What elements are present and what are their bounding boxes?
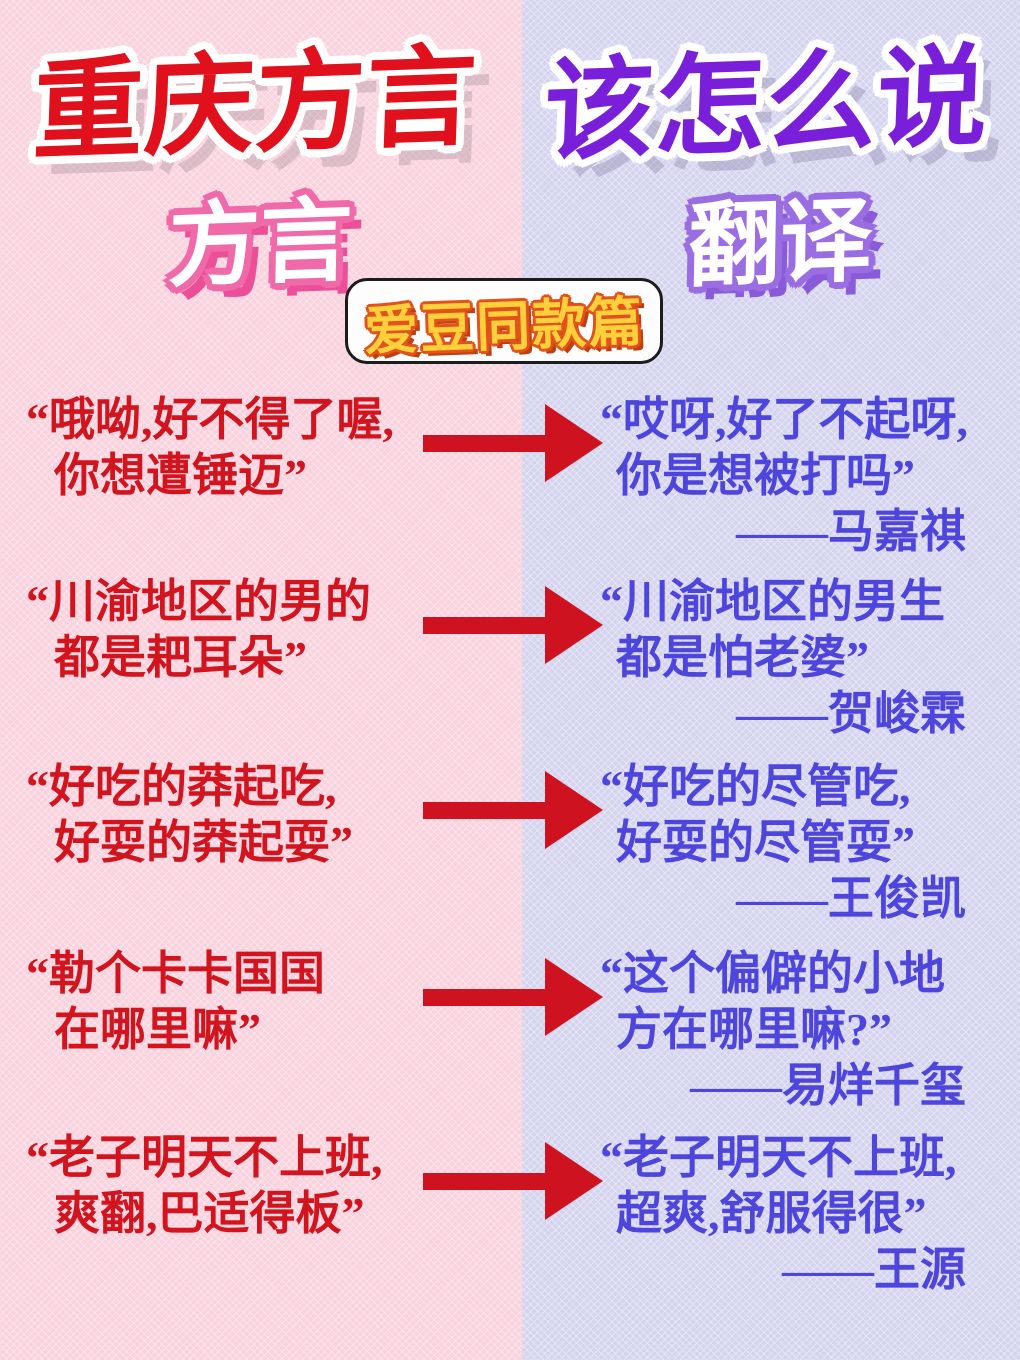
dialect-line-1: “勒个卡卡国国	[26, 948, 325, 999]
phrase-row: “好吃的莽起吃, 好耍的莽起耍” “好吃的尽管吃, 好耍的尽管耍” ——王俊凯	[0, 755, 1020, 945]
translation-quote: “老子明天不上班, 超爽,舒服得很” ——王源	[600, 1130, 1000, 1298]
dialect-quote: “好吃的莽起吃, 好耍的莽起耍”	[26, 759, 446, 871]
dialect-quote: “老子明天不上班, 爽翻,巴适得板”	[26, 1130, 446, 1242]
attribution: ——王俊凯	[736, 873, 966, 924]
dialect-line-2: 都是耙耳朵”	[54, 632, 307, 683]
poster-title-left: 重庆方言	[31, 35, 480, 174]
dialect-line-2: 你想遭锤迈”	[54, 450, 307, 501]
dialect-panel-background	[0, 0, 522, 1360]
arrow-shaft	[423, 616, 545, 634]
translation-quote: “哎呀,好了不起呀, 你是想被打吗” ——马嘉祺	[600, 392, 1000, 560]
dialect-line-1: “哦呦,好不得了喔,	[26, 394, 394, 445]
translation-line-1: “老子明天不上班,	[600, 1132, 957, 1183]
dialect-line-2: 爽翻,巴适得板”	[54, 1188, 365, 1239]
translation-quote: “好吃的尽管吃, 好耍的尽管耍” ——王俊凯	[600, 759, 1000, 927]
arrow-shaft	[423, 1172, 545, 1190]
arrow-head	[545, 586, 603, 664]
arrow-right-icon	[423, 1142, 603, 1220]
dialect-quote: “川渝地区的男的 都是耙耳朵”	[26, 574, 446, 686]
translation-line-2: 方在哪里嘛?”	[616, 1004, 892, 1055]
arrow-head	[545, 771, 603, 849]
translation-line-1: “这个偏僻的小地	[600, 948, 945, 999]
edition-badge-label: 爱豆同款篇	[363, 291, 646, 362]
phrase-row: “勒个卡卡国国 在哪里嘛” “这个偏僻的小地 方在哪里嘛?” ——易烊千玺	[0, 942, 1020, 1132]
dialect-line-2: 在哪里嘛”	[54, 1004, 261, 1055]
translation-line-2: 都是怕老婆”	[616, 632, 869, 683]
edition-badge: 爱豆同款篇	[345, 278, 663, 364]
dialect-line-1: “老子明天不上班,	[26, 1132, 383, 1183]
dialect-quote: “勒个卡卡国国 在哪里嘛”	[26, 946, 446, 1058]
attribution: ——王源	[782, 1244, 966, 1295]
translation-line-1: “川渝地区的男生	[600, 576, 945, 627]
dialect-line-1: “川渝地区的男的	[26, 576, 371, 627]
arrow-right-icon	[423, 958, 603, 1036]
attribution: ——马嘉祺	[736, 506, 966, 557]
arrow-shaft	[423, 988, 545, 1006]
arrow-head	[545, 958, 603, 1036]
arrow-head	[545, 1142, 603, 1220]
arrow-head	[545, 404, 603, 482]
translation-line-2: 好耍的尽管耍”	[616, 817, 915, 868]
arrow-right-icon	[423, 404, 603, 482]
poster-title-right: 该怎么说	[542, 35, 991, 174]
arrow-right-icon	[423, 771, 603, 849]
phrase-row: “老子明天不上班, 爽翻,巴适得板” “老子明天不上班, 超爽,舒服得很” ——…	[0, 1126, 1020, 1316]
translation-panel-background	[522, 0, 1020, 1360]
translation-quote: “川渝地区的男生 都是怕老婆” ——贺峻霖	[600, 574, 1000, 742]
translation-line-2: 你是想被打吗”	[616, 450, 915, 501]
attribution: ——易烊千玺	[690, 1060, 966, 1111]
translation-line-2: 超爽,舒服得很”	[616, 1188, 927, 1239]
translation-line-1: “好吃的尽管吃,	[600, 761, 911, 812]
dialect-quote: “哦呦,好不得了喔, 你想遭锤迈”	[26, 392, 446, 504]
phrase-row: “川渝地区的男的 都是耙耳朵” “川渝地区的男生 都是怕老婆” ——贺峻霖	[0, 570, 1020, 760]
arrow-shaft	[423, 801, 545, 819]
dialect-line-1: “好吃的莽起吃,	[26, 761, 337, 812]
phrase-row: “哦呦,好不得了喔, 你想遭锤迈” “哎呀,好了不起呀, 你是想被打吗” ——马…	[0, 388, 1020, 578]
attribution: ——贺峻霖	[736, 688, 966, 739]
translation-quote: “这个偏僻的小地 方在哪里嘛?” ——易烊千玺	[600, 946, 1000, 1114]
translation-line-1: “哎呀,好了不起呀,	[600, 394, 968, 445]
arrow-shaft	[423, 434, 545, 452]
dialect-line-2: 好耍的莽起耍”	[54, 817, 353, 868]
arrow-right-icon	[423, 586, 603, 664]
